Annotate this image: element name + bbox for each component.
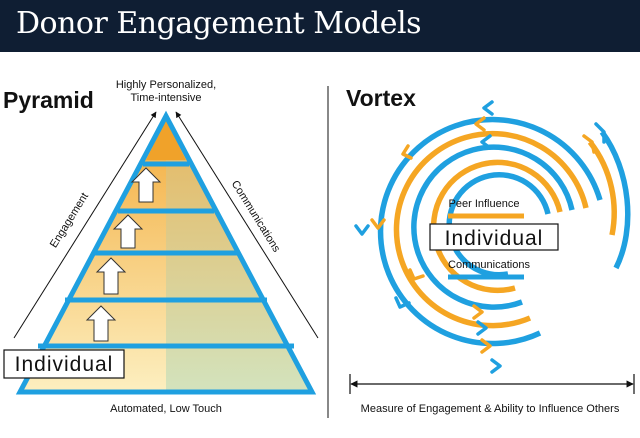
pyramid-top-label-line2: Time-intensive — [130, 92, 201, 104]
pyramid-top-tier — [146, 120, 186, 160]
up-arrow-icon — [85, 305, 117, 342]
communications-axis-label: Communications — [229, 178, 283, 254]
vortex-heading: Vortex — [346, 85, 416, 111]
pyramid-outline — [15, 110, 317, 395]
measure-axis-caption: Measure of Engagement & Ability to Influ… — [361, 403, 620, 415]
up-arrow-icon — [130, 167, 162, 203]
chevron-left-icon — [482, 100, 494, 116]
communications-label: Communications — [448, 259, 530, 271]
chevron-left-icon — [474, 116, 486, 132]
vortex-direction-markers — [354, 100, 606, 374]
chevron-down-icon — [394, 296, 411, 309]
vortex-spirals — [377, 116, 631, 347]
engagement-axis-line — [13, 111, 157, 339]
chevron-left-icon — [480, 134, 492, 150]
up-arrow-icon — [112, 214, 144, 249]
pyramid-bottom-label: Automated, Low Touch — [110, 403, 222, 415]
pyramid-top-label-line1: Highly Personalized, — [116, 79, 216, 91]
chevron-right-icon — [480, 338, 492, 354]
pyramid-individual-label: Individual — [15, 353, 114, 376]
chevron-down-icon — [408, 268, 425, 281]
peer-influence-label: Peer Influence — [449, 198, 520, 210]
chevron-right-icon — [472, 304, 484, 320]
pyramid-individual-box — [3, 349, 125, 379]
up-arrow-icon — [95, 257, 127, 295]
vortex-individual-box — [429, 223, 559, 251]
chevron-right-icon — [490, 358, 502, 374]
chevron-up-icon — [594, 122, 606, 144]
chevron-down-icon — [370, 218, 386, 230]
vortex-individual-label: Individual — [445, 227, 544, 250]
chevron-up-icon — [582, 134, 596, 154]
engagement-axis-label: Engagement — [48, 191, 91, 250]
page-title: Donor Engagement Models — [16, 6, 421, 41]
communications-axis-line — [175, 111, 319, 339]
title-bar — [0, 0, 640, 52]
chevron-right-icon — [476, 320, 488, 336]
pyramid-heading: Pyramid — [3, 87, 94, 113]
chevron-down-icon — [354, 224, 370, 236]
chevron-up-icon — [401, 144, 413, 160]
